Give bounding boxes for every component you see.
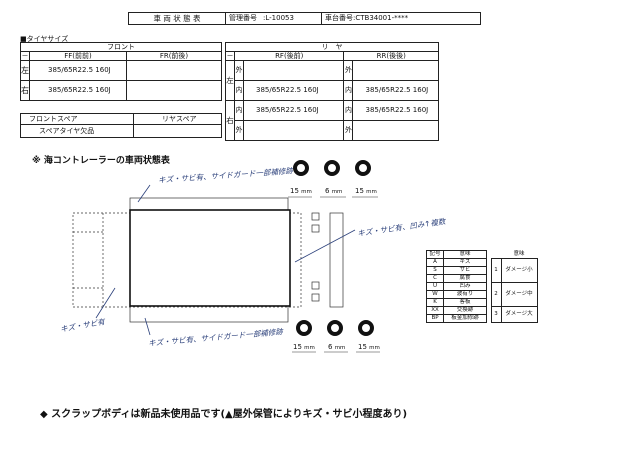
spare-tire-table: フロントスペア リヤスペア スペアタイヤ欠品 <box>20 113 222 138</box>
legend-meaning: 腐食 <box>443 274 487 283</box>
side-guard-bottom <box>129 305 289 323</box>
tire-top-2-icon <box>324 160 340 176</box>
ff-right-size: 385/65R22.5 160J <box>29 80 127 101</box>
rear-bumper <box>329 212 344 308</box>
fr-right-size <box>126 80 222 101</box>
legend-code: XX <box>426 306 444 315</box>
tire-top-2-depth: 6 mm <box>325 187 343 195</box>
tire-top-3-icon <box>355 160 371 176</box>
legend-header-code: 記号 <box>426 250 444 259</box>
legend-code: BP <box>426 314 444 323</box>
legend-code: K <box>426 298 444 307</box>
chassis-number: 車台番号:CTB34001-**** <box>321 12 481 25</box>
legend-code: A <box>426 258 444 267</box>
rr-right-outer <box>352 120 439 141</box>
rr-right-outer-label: 外 <box>343 120 354 141</box>
level-num: 1 <box>490 258 502 283</box>
level-label: ダメージ大 <box>500 306 538 323</box>
doc-title: 車 両 状 態 表 <box>128 12 226 25</box>
trailer-body <box>129 209 291 307</box>
rear-tire-table: リ ヤ － RF(後前) RR(後後) 左 外 外 内 385/65R22.5 … <box>225 42 439 141</box>
legend-meaning: 波有り <box>443 290 487 299</box>
tire-top-1-depth: 15 mm <box>290 187 312 195</box>
level-num: 2 <box>490 282 502 307</box>
level-label: ダメージ小 <box>500 258 538 283</box>
legend-code: W <box>426 290 444 299</box>
tire-bottom-1-icon <box>296 320 312 336</box>
legend-meaning: 客板 <box>443 298 487 307</box>
footer-note: ◆ スクラップボディは新品未使用品です(▲屋外保管によりキズ・サビ小程度あり) <box>40 409 408 420</box>
header-table: 車 両 状 態 表 管理番号:L-10053 車台番号:CTB34001-***… <box>128 12 481 25</box>
tire-top-1-icon <box>293 160 309 176</box>
legend-meaning: 板金加修跡 <box>443 314 487 323</box>
legend-meaning: 交換跡 <box>443 306 487 315</box>
diagram-title: ※ 海コントレーラーの車両状態表 <box>32 156 170 166</box>
legend-header-meaning: 意味 <box>443 250 487 259</box>
legend-meaning: キズ <box>443 258 487 267</box>
rf-right-outer <box>242 120 345 141</box>
legend-code: C <box>426 274 444 283</box>
rear-spare-value <box>133 124 222 138</box>
tire-section-title: ■タイヤサイズ <box>20 35 69 43</box>
legend-code: U <box>426 282 444 291</box>
legend-meaning: サビ <box>443 266 487 275</box>
tire-bottom-2-icon <box>327 320 343 336</box>
tire-top-3-depth: 15 mm <box>355 187 377 195</box>
tire-bottom-3-depth: 15 mm <box>358 343 380 351</box>
level-label: ダメージ中 <box>500 282 538 307</box>
tire-bottom-2-depth: 6 mm <box>328 343 346 351</box>
legend-header-meaning2: 意味 <box>513 250 525 257</box>
tire-bottom-1-depth: 15 mm <box>293 343 315 351</box>
level-num: 3 <box>490 306 502 323</box>
legend-meaning: 凹み <box>443 282 487 291</box>
front-tire-table: フロント － FF(前前) FR(前後) 左 385/65R22.5 160J … <box>20 42 222 101</box>
legend-code: S <box>426 266 444 275</box>
management-number: 管理番号:L-10053 <box>225 12 322 25</box>
tire-bottom-3-icon <box>358 320 374 336</box>
